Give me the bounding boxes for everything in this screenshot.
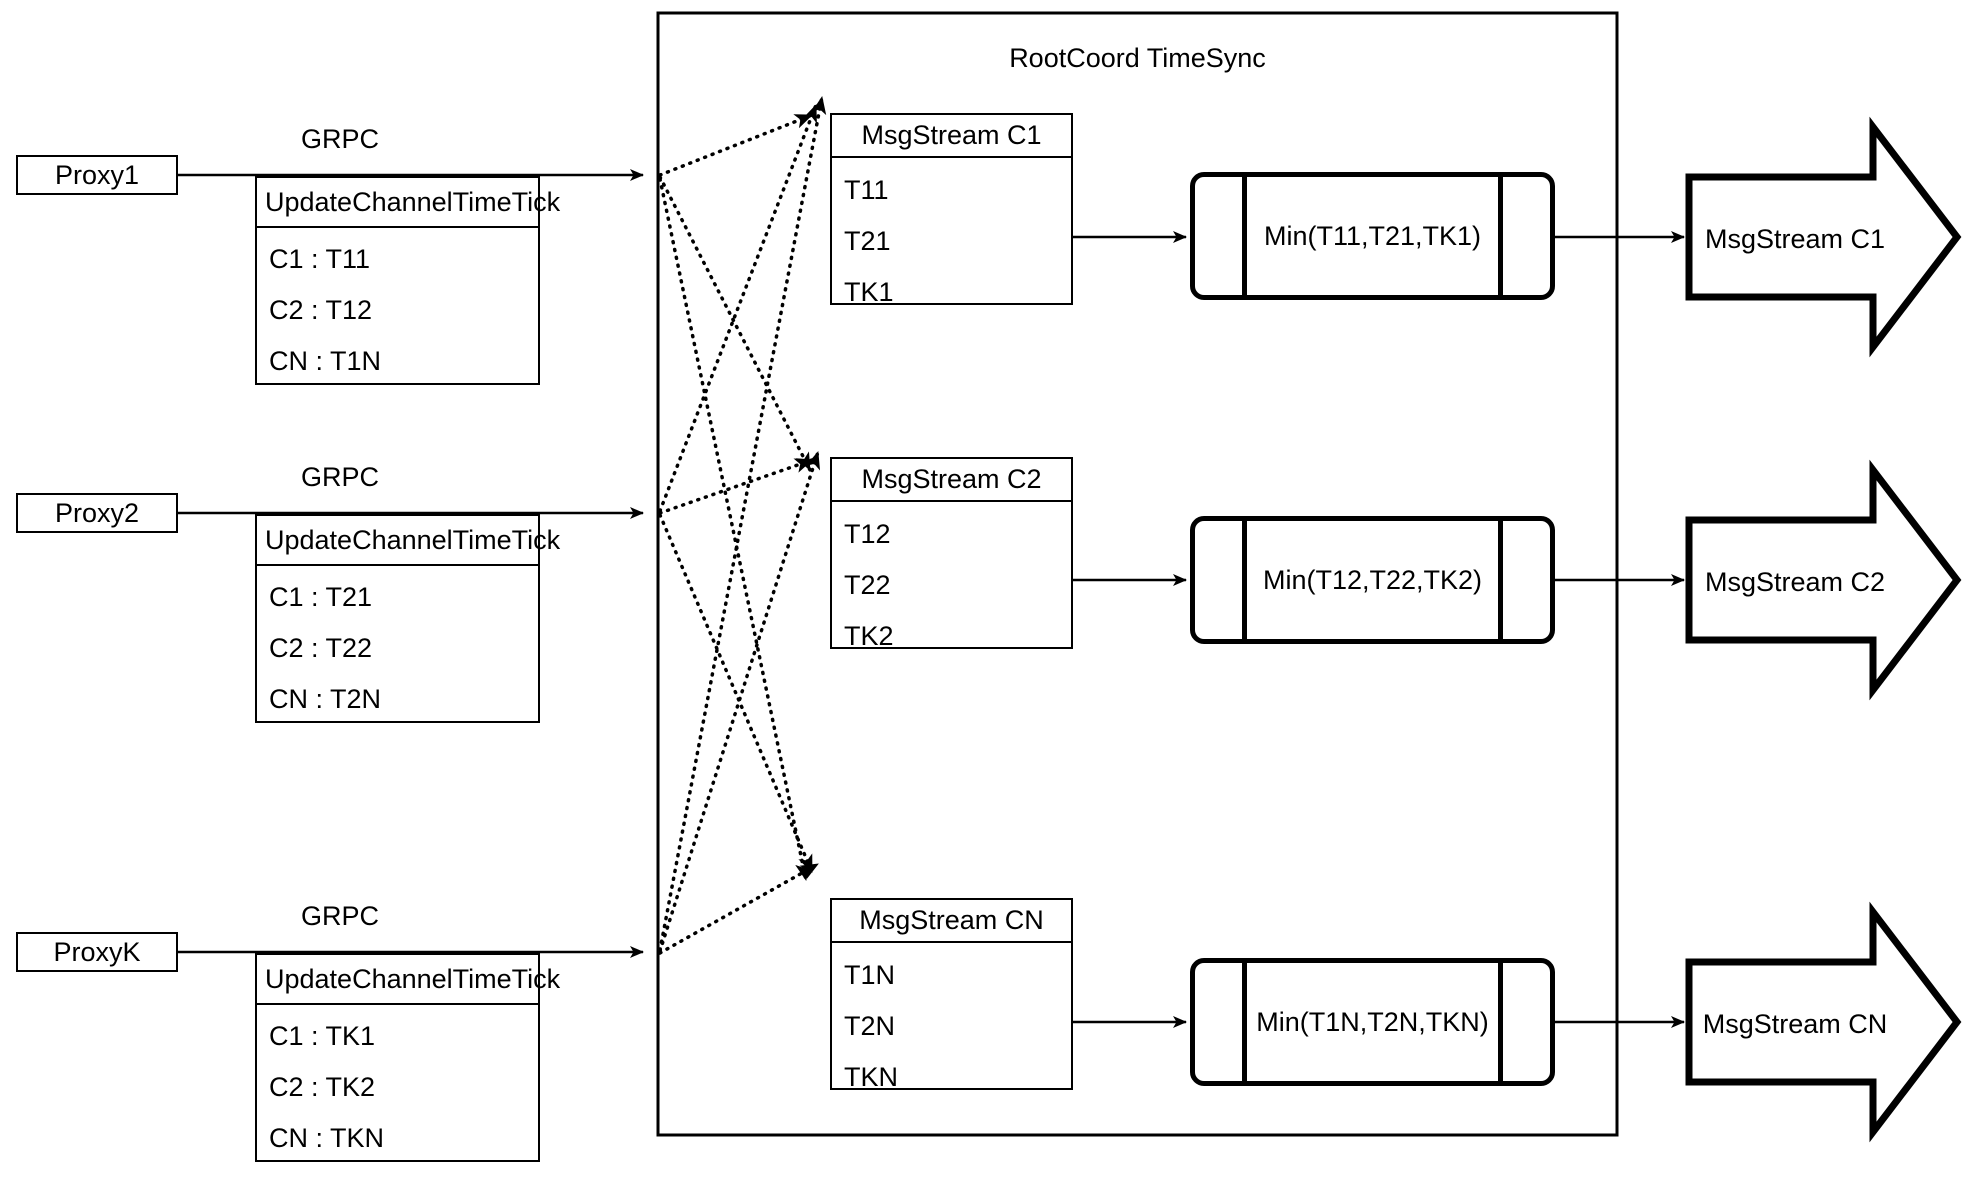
request-table-header-label: UpdateChannelTimeTick xyxy=(265,524,561,555)
min-process-label: Min(T11,T21,TK1) xyxy=(1263,220,1482,251)
proxy-node-label: ProxyK xyxy=(53,936,141,967)
msgstream-table-header-label: MsgStream CN xyxy=(859,905,1044,935)
request-table-row: CN : TKN xyxy=(269,1123,385,1153)
msgstream-table-body: T12 T22 TK2 xyxy=(832,502,1071,651)
request-table-row: C2 : T12 xyxy=(269,295,373,325)
msgstream-table-row: TK2 xyxy=(844,621,894,651)
request-table-body: C1 : T21 C2 : T22 CN : T2N xyxy=(257,566,538,721)
request-table-row: CN : T2N xyxy=(269,684,382,714)
fanout-pk-c2 xyxy=(658,450,821,953)
msgstream-table-2[interactable]: MsgStream C2 T12 T22 TK2 xyxy=(830,457,1073,651)
process-bar-left xyxy=(1242,962,1247,1082)
msgstream-table-header: MsgStream C1 xyxy=(832,115,1071,158)
msgstream-table-row: T1N xyxy=(844,960,896,990)
msgstream-table-1[interactable]: MsgStream C1 T11 T21 TK1 xyxy=(830,113,1073,307)
process-bar-right xyxy=(1498,176,1503,296)
msgstream-table-header-label: MsgStream C1 xyxy=(861,120,1042,150)
msgstream-table-body: T1N T2N TKN xyxy=(832,943,1071,1092)
request-table-header-label: UpdateChannelTimeTick xyxy=(265,186,561,217)
grpc-label-2: GRPC xyxy=(300,462,379,492)
proxy-node-3[interactable]: ProxyK xyxy=(16,932,178,972)
fanout-p1-c1 xyxy=(658,113,814,177)
msgstream-table-row: TKN xyxy=(844,1062,898,1092)
msgstream-table-header: MsgStream C2 xyxy=(832,459,1071,502)
msgstream-table-row: T12 xyxy=(844,519,891,549)
msgstream-table-header: MsgStream CN xyxy=(832,900,1071,943)
min-process-2[interactable]: Min(T12,T22,TK2) xyxy=(1190,516,1555,644)
min-process-1[interactable]: Min(T11,T21,TK1) xyxy=(1190,172,1555,300)
msgstream-table-row: TK1 xyxy=(844,277,894,307)
fanout-p1-cn xyxy=(658,177,810,882)
process-bar-left xyxy=(1242,520,1247,640)
rootcoord-container-title: RootCoord TimeSync xyxy=(1009,43,1266,73)
grpc-label-3: GRPC xyxy=(300,901,379,931)
update-channel-timetick-table-1[interactable]: UpdateChannelTimeTick C1 : T11 C2 : T12 … xyxy=(255,176,560,385)
request-table-body: C1 : TK1 C2 : TK2 CN : TKN xyxy=(257,1005,538,1160)
process-bar-left xyxy=(1242,176,1247,296)
msgstream-table-3[interactable]: MsgStream CN T1N T2N TKN xyxy=(830,898,1073,1092)
request-table-header: UpdateChannelTimeTick xyxy=(257,955,560,1005)
request-table-row: C2 : TK2 xyxy=(269,1072,376,1102)
msgstream-table-header-label: MsgStream C2 xyxy=(861,464,1042,494)
request-table-header: UpdateChannelTimeTick xyxy=(257,516,560,566)
update-channel-timetick-table-3[interactable]: UpdateChannelTimeTick C1 : TK1 C2 : TK2 … xyxy=(255,953,560,1162)
process-bar-right xyxy=(1498,962,1503,1082)
request-table-row: C1 : T21 xyxy=(269,582,373,612)
output-stream-label-3: MsgStream CN xyxy=(1702,1009,1888,1039)
min-process-label: Min(T12,T22,TK2) xyxy=(1262,564,1483,595)
process-bar-right xyxy=(1498,520,1503,640)
min-process-label: Min(T1N,T2N,TKN) xyxy=(1256,1006,1489,1037)
request-table-row: CN : T1N xyxy=(269,346,382,376)
request-table-header-label: UpdateChannelTimeTick xyxy=(265,963,561,994)
output-stream-label-1: MsgStream C1 xyxy=(1704,224,1886,254)
msgstream-table-row: T11 xyxy=(844,175,889,205)
request-table-body: C1 : T11 C2 : T12 CN : T1N xyxy=(257,228,538,383)
msgstream-table-row: T21 xyxy=(844,226,891,256)
fanout-p2-cn xyxy=(658,513,814,874)
request-table-row: C1 : TK1 xyxy=(269,1021,376,1051)
output-stream-label-2: MsgStream C2 xyxy=(1704,567,1886,597)
msgstream-table-row: T22 xyxy=(844,570,891,600)
proxy-node-2[interactable]: Proxy2 xyxy=(16,493,178,533)
request-table-row: C2 : T22 xyxy=(269,633,373,663)
min-process-3[interactable]: Min(T1N,T2N,TKN) xyxy=(1190,958,1555,1086)
update-channel-timetick-table-2[interactable]: UpdateChannelTimeTick C1 : T21 C2 : T22 … xyxy=(255,514,560,723)
msgstream-table-row: T2N xyxy=(844,1011,896,1041)
msgstream-table-body: T11 T21 TK1 xyxy=(832,158,1071,307)
fanout-p1-c2 xyxy=(658,175,812,472)
proxy-node-label: Proxy2 xyxy=(54,497,140,528)
fanout-p2-c1 xyxy=(658,103,818,513)
request-table-header: UpdateChannelTimeTick xyxy=(257,178,560,228)
request-table-row: C1 : T11 xyxy=(269,244,371,274)
fanout-pk-cn xyxy=(658,862,820,955)
fanout-pk-c1 xyxy=(658,95,827,952)
grpc-label-1: GRPC xyxy=(300,124,379,154)
proxy-node-label: Proxy1 xyxy=(54,159,140,190)
fanout-p2-c2 xyxy=(658,458,814,515)
proxy-node-1[interactable]: Proxy1 xyxy=(16,155,178,195)
